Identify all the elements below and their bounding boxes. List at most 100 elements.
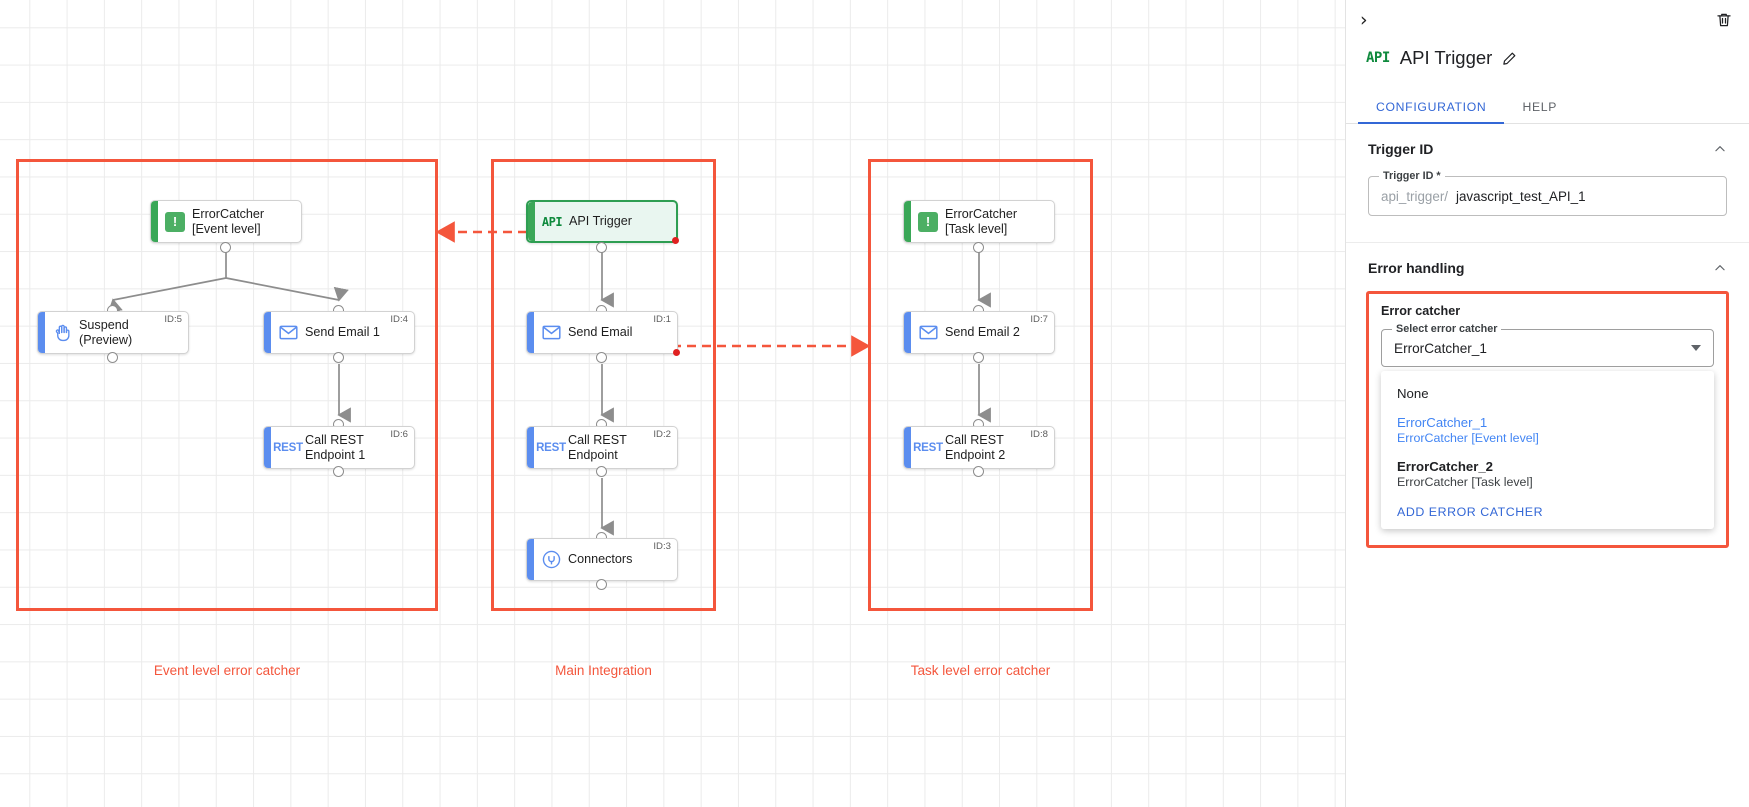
- panel-tabs: CONFIGURATION HELP: [1346, 90, 1749, 124]
- node-send-email-1[interactable]: Send Email 1 ID:4: [263, 311, 415, 354]
- chevron-down-icon[interactable]: [1691, 345, 1701, 351]
- node-port-out[interactable]: [973, 352, 984, 363]
- node-label: Send Email 1: [305, 325, 380, 340]
- dropdown-option-none[interactable]: None: [1381, 379, 1714, 408]
- node-label: Send Email 2: [945, 325, 1020, 340]
- dropdown-option-errorcatcher-2[interactable]: ErrorCatcher_2 ErrorCatcher [Task level]: [1381, 452, 1714, 496]
- error-catcher-icon: !: [911, 201, 945, 242]
- group-box-main-integration[interactable]: [491, 159, 716, 611]
- node-port-out[interactable]: [973, 242, 984, 253]
- node-accent: [264, 427, 271, 468]
- group-label-task-level: Task level error catcher: [910, 663, 1051, 678]
- chevron-right-icon[interactable]: ›: [1360, 8, 1368, 31]
- connectors-icon: [534, 539, 568, 580]
- node-call-rest-endpoint[interactable]: REST Call REST Endpoint ID:2: [526, 426, 678, 469]
- api-icon: API: [1366, 50, 1390, 66]
- node-port-out[interactable]: [596, 352, 607, 363]
- node-error-catcher-event-level[interactable]: ! ErrorCatcher [Event level]: [150, 200, 302, 243]
- chevron-up-icon[interactable]: [1713, 261, 1727, 275]
- node-id-badge: ID:3: [653, 541, 671, 552]
- node-label: Send Email: [568, 325, 633, 340]
- panel-toolbar: ›: [1346, 0, 1749, 40]
- add-error-catcher-button[interactable]: ADD ERROR CATCHER: [1397, 505, 1544, 519]
- error-catcher-block: Error catcher Select error catcher Error…: [1366, 291, 1729, 548]
- node-id-badge: ID:8: [1030, 429, 1048, 440]
- node-accent: [904, 312, 911, 353]
- section-title: Error handling: [1368, 260, 1465, 276]
- api-icon: API: [541, 214, 563, 229]
- tab-configuration[interactable]: CONFIGURATION: [1358, 90, 1505, 124]
- error-catcher-title: Error catcher: [1381, 304, 1461, 318]
- node-label: ErrorCatcher [Task level]: [945, 207, 1018, 236]
- node-call-rest-endpoint-2[interactable]: REST Call REST Endpoint 2 ID:8: [903, 426, 1055, 469]
- node-label: Suspend (Preview): [79, 318, 133, 347]
- node-port-out[interactable]: [107, 352, 118, 363]
- node-accent: [527, 539, 534, 580]
- envelope-icon: [271, 312, 305, 353]
- node-error-indicator: [672, 237, 679, 244]
- trigger-id-label: Trigger ID *: [1379, 170, 1445, 182]
- node-id-badge: ID:5: [164, 314, 182, 325]
- dropdown-option-errorcatcher-1[interactable]: ErrorCatcher_1 ErrorCatcher [Event level…: [1381, 408, 1714, 452]
- node-call-rest-endpoint-1[interactable]: REST Call REST Endpoint 1 ID:6: [263, 426, 415, 469]
- flow-canvas[interactable]: Event level error catcher Main Integrati…: [0, 0, 1345, 807]
- dropdown-option-sub: ErrorCatcher [Event level]: [1397, 431, 1539, 445]
- select-error-catcher[interactable]: Select error catcher ErrorCatcher_1: [1381, 323, 1714, 367]
- node-label: Connectors: [568, 552, 633, 567]
- tab-help[interactable]: HELP: [1522, 100, 1558, 114]
- node-label: Call REST Endpoint 1: [305, 433, 366, 462]
- panel-header: API API Trigger: [1346, 40, 1749, 76]
- node-api-trigger[interactable]: API API Trigger: [526, 200, 679, 244]
- trigger-id-value: javascript_test_API_1: [1456, 188, 1586, 204]
- node-error-indicator: [673, 349, 680, 356]
- node-send-email[interactable]: Send Email ID:1: [526, 311, 680, 356]
- error-catcher-icon: !: [158, 201, 192, 242]
- select-error-catcher-value: ErrorCatcher_1: [1394, 340, 1487, 356]
- node-error-catcher-task-level[interactable]: ! ErrorCatcher [Task level]: [903, 200, 1055, 243]
- node-accent: [151, 201, 158, 242]
- chevron-up-icon[interactable]: [1713, 142, 1727, 156]
- section-trigger-id: Trigger ID Trigger ID * api_trigger/ jav…: [1346, 124, 1749, 243]
- hand-suspend-icon: [45, 312, 79, 353]
- node-accent: [904, 201, 911, 242]
- node-id-badge: ID:1: [653, 314, 671, 325]
- node-accent: [527, 312, 534, 353]
- dropdown-option-sub: ErrorCatcher [Task level]: [1397, 475, 1533, 489]
- group-box-task-level[interactable]: [868, 159, 1093, 611]
- rest-icon: REST: [913, 441, 943, 454]
- node-port-out[interactable]: [596, 466, 607, 477]
- node-accent: [527, 427, 534, 468]
- group-label-event-level: Event level error catcher: [153, 663, 301, 678]
- node-send-email-2[interactable]: Send Email 2 ID:7: [903, 311, 1055, 354]
- trigger-id-field-wrap: Trigger ID * api_trigger/ javascript_tes…: [1346, 170, 1749, 242]
- node-port-out[interactable]: [333, 352, 344, 363]
- node-port-out[interactable]: [596, 242, 607, 253]
- node-port-out[interactable]: [333, 466, 344, 477]
- node-label: ErrorCatcher [Event level]: [192, 207, 265, 236]
- dropdown-option-main: None: [1397, 386, 1429, 401]
- trash-icon[interactable]: [1715, 11, 1733, 29]
- pencil-icon[interactable]: [1502, 51, 1517, 66]
- trigger-id-prefix: api_trigger/: [1381, 188, 1448, 204]
- node-suspend[interactable]: Suspend (Preview) ID:5: [37, 311, 189, 354]
- node-accent: [38, 312, 45, 353]
- node-port-out[interactable]: [973, 466, 984, 477]
- node-id-badge: ID:7: [1030, 314, 1048, 325]
- section-title: Trigger ID: [1368, 141, 1434, 157]
- trigger-id-input[interactable]: Trigger ID * api_trigger/ javascript_tes…: [1368, 170, 1727, 216]
- group-box-event-level[interactable]: [16, 159, 438, 611]
- dropdown-option-main: ErrorCatcher_1: [1397, 415, 1488, 430]
- node-connectors[interactable]: Connectors ID:3: [526, 538, 678, 581]
- node-label: API Trigger: [569, 214, 632, 229]
- dropdown-option-main: ErrorCatcher_2: [1397, 459, 1494, 474]
- section-error-handling-header[interactable]: Error handling: [1346, 243, 1749, 291]
- node-port-out[interactable]: [596, 579, 607, 590]
- section-error-handling: Error handling Error catcher Select erro…: [1346, 243, 1749, 548]
- select-error-catcher-label: Select error catcher: [1392, 323, 1502, 335]
- rest-icon: REST: [273, 441, 303, 454]
- properties-panel: › API API Trigger CONFIGURATION HEL: [1345, 0, 1749, 807]
- node-accent: [904, 427, 911, 468]
- node-accent: [264, 312, 271, 353]
- node-port-out[interactable]: [220, 242, 231, 253]
- section-trigger-id-header[interactable]: Trigger ID: [1346, 124, 1749, 172]
